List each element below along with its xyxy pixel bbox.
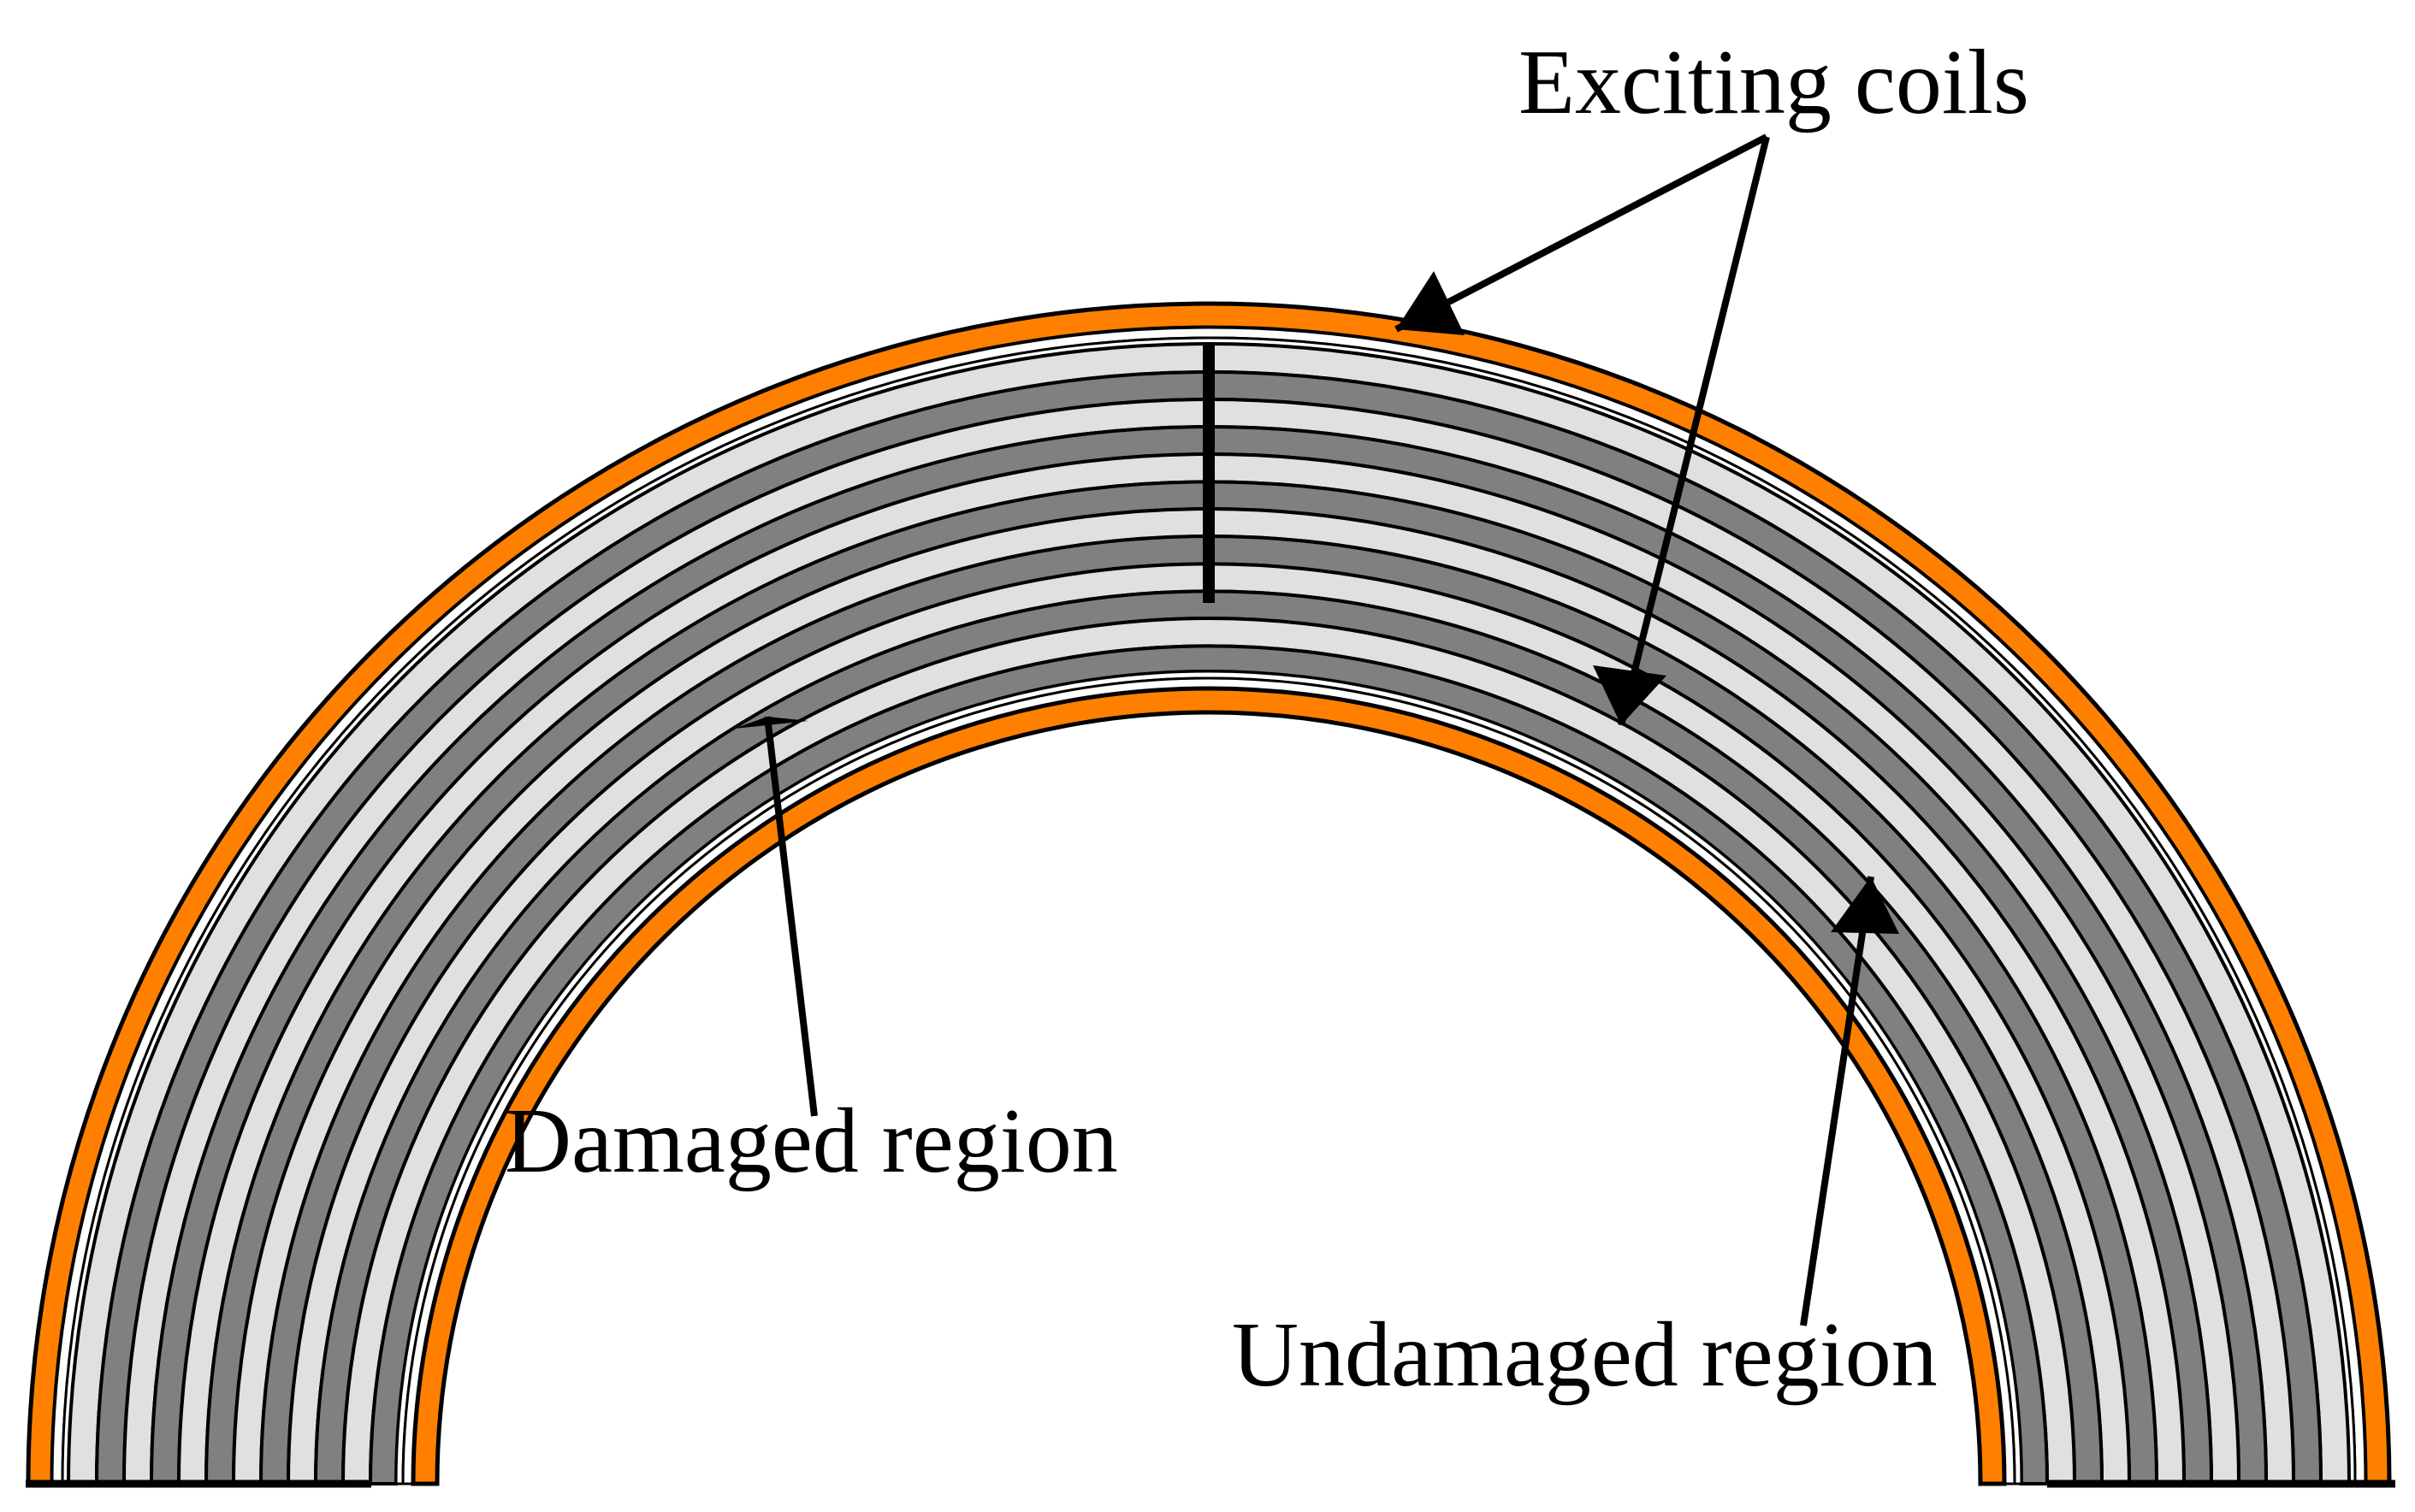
annotation-arrows: [734, 133, 1899, 1326]
arrowhead-outer-coil: [1396, 271, 1465, 335]
label-undamaged-region: Undamaged region: [1232, 1304, 1938, 1406]
arrow-outer-coil: [1394, 133, 1768, 333]
arrow-inner-coil: [1618, 136, 1770, 726]
arrow-undamaged-region: [1800, 876, 1874, 1326]
arrowhead-damaged-region: [734, 717, 808, 729]
arrow-damaged-region: [764, 716, 818, 1117]
arrowhead-inner-coil: [1593, 665, 1666, 725]
label-exciting-coils: Exciting coils: [1518, 32, 2029, 133]
inner-exciting-coil: [411, 686, 2007, 1486]
arrowhead-undamaged-region: [1831, 877, 1899, 934]
label-damaged-region: Damaged region: [505, 1090, 1118, 1192]
